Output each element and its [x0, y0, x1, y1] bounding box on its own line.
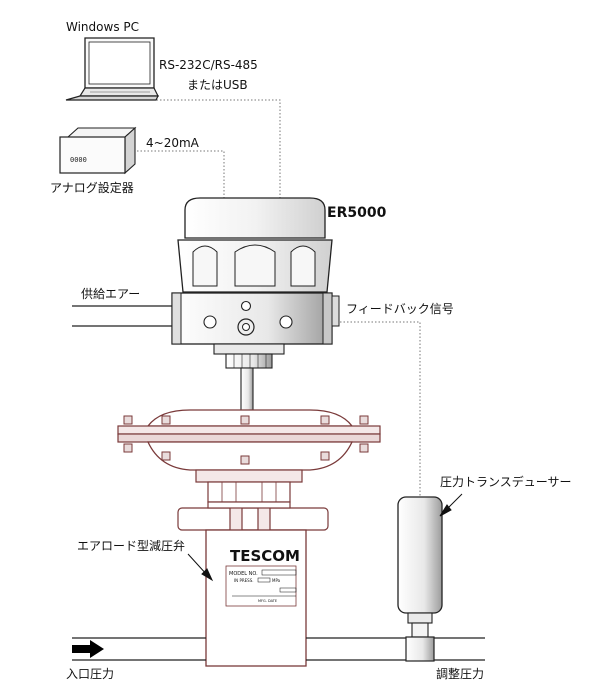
- feedback-line: [333, 321, 421, 497]
- label-regulator: エアロード型減圧弁: [77, 539, 186, 553]
- label-inlet: 入口圧力: [66, 667, 115, 681]
- valve-press-label: IN PRESS.: [234, 578, 254, 583]
- process-pipe: [72, 637, 485, 661]
- label-outlet: 調整圧力: [436, 667, 485, 681]
- device-display: 0000: [70, 156, 87, 164]
- label-controller: ER5000: [327, 205, 387, 221]
- diaphragm-flange: [117, 409, 381, 471]
- label-analog-device: アナログ設定器: [50, 181, 134, 195]
- analog-line: [137, 150, 225, 200]
- valve-unit-label: MPa: [272, 578, 281, 583]
- valve-brand: TESCOM: [230, 547, 300, 565]
- supply-air-pipe: [72, 305, 175, 327]
- valve-model-label: MODEL NO.: [229, 571, 258, 577]
- label-serial: RS-232C/RS-485: [159, 58, 258, 72]
- inlet-arrow-icon: [72, 640, 104, 658]
- label-analog-signal: 4~20mA: [146, 136, 199, 150]
- label-serial-usb: またはUSB: [187, 78, 248, 92]
- signal-lines: [137, 99, 421, 497]
- laptop-icon: [65, 37, 159, 101]
- regulator-bonnet: [177, 469, 329, 533]
- label-feedback: フィードバック信号: [346, 302, 454, 316]
- label-windows-pc: Windows PC: [66, 20, 139, 34]
- controller-er5000: [171, 197, 340, 417]
- label-supply-air: 供給エアー: [81, 287, 141, 301]
- label-transducer: 圧力トランスデューサー: [440, 475, 572, 489]
- valve-date-label: MFG. DATE: [258, 599, 277, 603]
- pressure-transducer: [397, 496, 443, 662]
- serial-line: [153, 99, 281, 200]
- regulator-body: TESCOM MODEL NO. IN PRESS. MPa MFG. DATE: [205, 529, 307, 667]
- analog-device-icon: 0000: [59, 126, 137, 175]
- pointer-arrows: [187, 493, 463, 582]
